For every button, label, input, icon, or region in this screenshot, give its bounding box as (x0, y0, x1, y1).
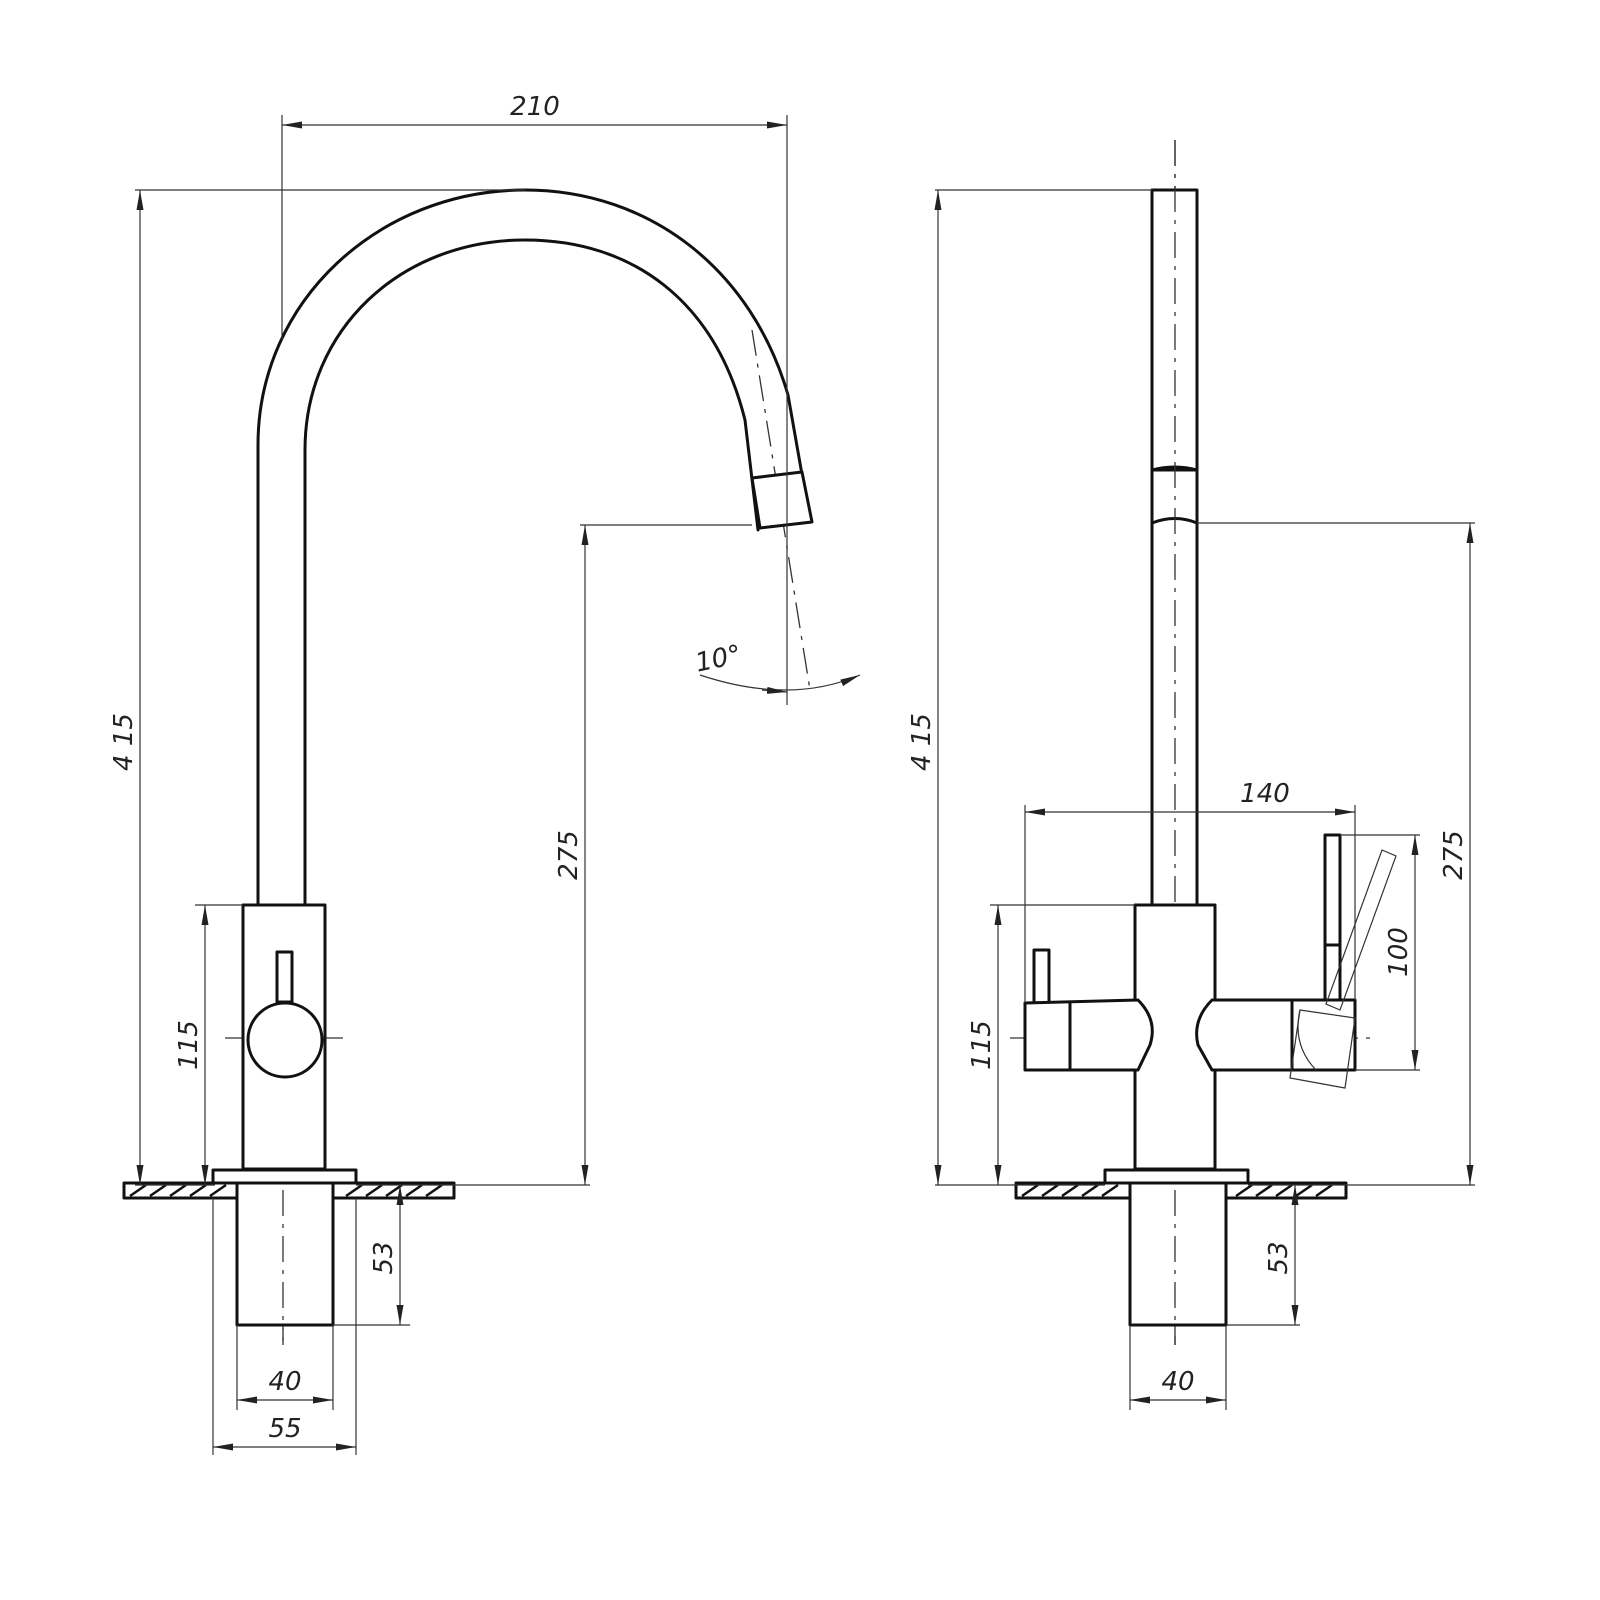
dim-text-side-100: 100 (1384, 927, 1414, 977)
dim-text-front-40: 40 (268, 1367, 301, 1397)
front-lever-knob (246, 1001, 324, 1079)
dim-text-side-415: 4 15 (907, 713, 937, 771)
dim-text-side-40: 40 (1161, 1367, 1194, 1397)
side-countertop-hatching (1021, 1183, 1333, 1198)
side-lever-tilted-position (1289, 849, 1397, 1089)
front-spout-centerline (751, 329, 811, 691)
dim-text-front-53: 53 (369, 1241, 399, 1274)
spout-inner-outline (303, 238, 760, 907)
side-view: 4 15 115 140 100 275 53 40 (907, 140, 1475, 1410)
dim-text-side-115: 115 (967, 1020, 997, 1070)
dim-text-side-275: 275 (1439, 830, 1469, 880)
dim-text-front-55: 55 (268, 1414, 301, 1444)
side-left-lever-stem (1032, 948, 1051, 1007)
dim-text-front-115: 115 (174, 1020, 204, 1070)
front-view: 210 4 15 115 275 53 40 55 10° (109, 92, 861, 1455)
dim-text-side-140: 140 (1240, 779, 1290, 809)
dim-text-10deg: 10° (693, 640, 744, 679)
front-shank (235, 1181, 335, 1327)
dim-text-front-415: 4 15 (109, 713, 139, 771)
side-flange (1103, 1168, 1250, 1185)
side-left-handle (1023, 998, 1154, 1072)
side-right-handle (1195, 998, 1357, 1072)
dim-text-front-275: 275 (554, 830, 584, 880)
front-flange (211, 1168, 358, 1185)
dim-text-side-53: 53 (1264, 1241, 1294, 1274)
dim-text-210: 210 (510, 92, 560, 122)
dim-arc-10deg (699, 674, 861, 691)
spout-outer-outline (256, 188, 812, 907)
front-lever-stem (275, 950, 294, 1004)
side-shank (1128, 1181, 1228, 1327)
spout-aerator (750, 470, 814, 530)
side-right-lever-stem (1323, 833, 1342, 1002)
